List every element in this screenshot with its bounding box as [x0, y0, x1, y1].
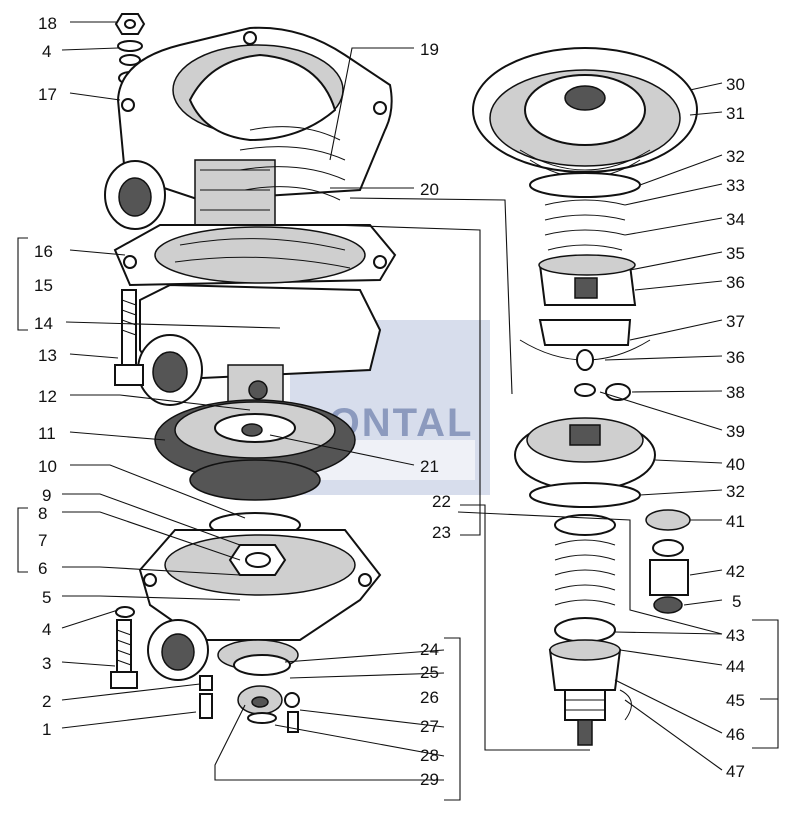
label-29: 29 — [420, 770, 439, 789]
label-43: 43 — [726, 626, 745, 645]
label-27: 27 — [420, 717, 439, 736]
label-40: 40 — [726, 455, 745, 474]
label-25: 25 — [420, 663, 439, 682]
label-23: 23 — [432, 523, 451, 542]
label-36-top: 36 — [726, 273, 745, 292]
label-9: 9 — [42, 486, 51, 505]
label-39: 39 — [726, 422, 745, 441]
right-leader-lines — [457, 82, 779, 771]
label-12: 12 — [38, 387, 57, 406]
label-18: 18 — [38, 14, 57, 33]
label-41: 41 — [726, 512, 745, 531]
label-13: 13 — [38, 346, 57, 365]
label-33: 33 — [726, 176, 745, 195]
label-17: 17 — [38, 85, 57, 104]
label-38: 38 — [726, 383, 745, 402]
label-10: 10 — [38, 457, 57, 476]
label-1: 1 — [42, 720, 51, 739]
right-labels: 30 31 32 33 34 35 36 37 36 38 39 40 32 4… — [726, 75, 745, 781]
label-26: 26 — [420, 688, 439, 707]
label-47: 47 — [726, 762, 745, 781]
label-36-bottom: 36 — [726, 348, 745, 367]
label-20: 20 — [420, 180, 439, 199]
label-34: 34 — [726, 210, 745, 229]
label-28: 28 — [420, 746, 439, 765]
label-32-bottom: 32 — [726, 482, 745, 501]
label-16: 16 — [34, 242, 53, 261]
label-8: 8 — [38, 504, 47, 523]
center-leader-lines — [214, 47, 590, 801]
label-37: 37 — [726, 312, 745, 331]
label-45: 45 — [726, 691, 745, 710]
label-46: 46 — [726, 725, 745, 744]
label-42: 42 — [726, 562, 745, 581]
label-3: 3 — [42, 654, 51, 673]
label-19: 19 — [420, 40, 439, 59]
right-assembly-drawing — [472, 47, 698, 746]
label-31: 31 — [726, 104, 745, 123]
label-5-right: 5 — [732, 592, 741, 611]
label-22: 22 — [432, 492, 451, 511]
label-30: 30 — [726, 75, 745, 94]
label-5-left: 5 — [42, 588, 51, 607]
label-15: 15 — [34, 276, 53, 295]
label-11: 11 — [38, 424, 56, 443]
center-labels: 19 20 21 22 23 24 25 26 27 28 29 — [420, 40, 451, 789]
label-4-top: 4 — [42, 42, 51, 61]
label-32-top: 32 — [726, 147, 745, 166]
label-4-left: 4 — [42, 620, 51, 639]
label-35: 35 — [726, 244, 745, 263]
left-labels: 18 4 17 16 15 14 13 12 11 10 9 8 7 6 5 4… — [34, 14, 57, 739]
label-6: 6 — [38, 559, 47, 578]
label-44: 44 — [726, 657, 745, 676]
label-24: 24 — [420, 640, 439, 659]
left-leader-lines — [17, 21, 281, 729]
label-7: 7 — [38, 531, 47, 550]
label-2: 2 — [42, 692, 51, 711]
label-14: 14 — [34, 314, 53, 333]
left-assembly-drawing — [104, 13, 397, 733]
label-21: 21 — [420, 457, 439, 476]
